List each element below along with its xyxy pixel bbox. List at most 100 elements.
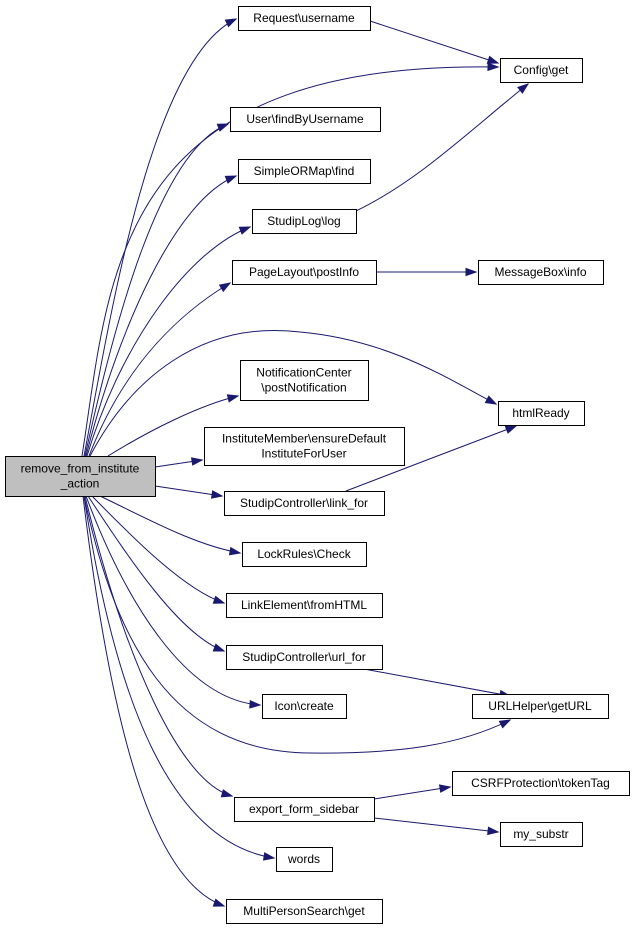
arrow-head: [212, 898, 226, 907]
edge-line: [89, 330, 497, 457]
node-htmlready[interactable]: htmlReady: [498, 401, 585, 426]
node-box: [226, 593, 383, 618]
node-label: export_form_sidebar: [249, 802, 359, 816]
node-label: SimpleORMap\find: [254, 164, 355, 178]
node-label: Icon\create: [274, 699, 334, 713]
node-label: StudipController\link_for: [240, 496, 368, 510]
node-studipcontroller-link-for[interactable]: StudipController\link_for: [224, 491, 385, 516]
arrow-head: [487, 826, 500, 836]
node-label: PageLayout\postInfo: [249, 265, 359, 279]
arrow-head: [487, 62, 500, 72]
edge-root-to-user_findbyusername: [84, 123, 230, 457]
node-config-get[interactable]: Config\get: [500, 58, 583, 83]
node-icon-create[interactable]: Icon\create: [262, 694, 347, 719]
node-box: [232, 260, 377, 285]
node-export-form-sidebar[interactable]: export_form_sidebar: [234, 797, 375, 822]
node-label: MultiPersonSearch\get: [243, 904, 365, 918]
nodes: remove_from_institute_action Request\user…: [5, 6, 630, 924]
arrow-head: [465, 267, 478, 277]
edge-line: [88, 282, 231, 457]
node-box: [5, 456, 156, 497]
edge-line: [369, 20, 499, 64]
node-user-findbyusername[interactable]: User\findByUsername: [230, 107, 381, 132]
node-linkelement-fromhtml[interactable]: LinkElement\fromHTML: [226, 593, 383, 618]
node-csrfprotection-tokentag[interactable]: CSRFProtection\tokenTag: [452, 771, 630, 796]
node-box: [276, 847, 333, 872]
arrow-head: [262, 852, 276, 861]
arrow-head: [218, 282, 232, 293]
node-box: [242, 542, 367, 567]
arrow-head: [504, 425, 518, 434]
node-notificationcenter-postnotification[interactable]: NotificationCenter\postNotification: [240, 360, 369, 401]
node-label: InstituteForUser: [261, 447, 346, 461]
edge-root-to-notificationcenter_postnotification: [107, 394, 240, 457]
arrow-head: [210, 490, 224, 499]
node-box: [234, 797, 375, 822]
arrow-head: [190, 457, 204, 466]
node-box: [226, 645, 383, 670]
node-box: [452, 771, 630, 796]
node-words[interactable]: words: [276, 847, 333, 872]
arrow-head: [220, 789, 234, 798]
node-box: [240, 360, 369, 401]
node-box: [204, 427, 405, 466]
edge-root-to-pagelayout_postinfo: [88, 282, 232, 457]
node-messagebox-info[interactable]: MessageBox\info: [478, 260, 604, 285]
edge-line: [84, 123, 229, 457]
node-institutemember-ensuredefault[interactable]: InstituteMember\ensureDefaultInstituteFo…: [204, 427, 405, 466]
edge-root-to-institutemember_ensuredefault: [154, 457, 204, 468]
edge-studiplog_log-to-config_get: [355, 83, 530, 212]
node-studiplog-log[interactable]: StudipLog\log: [252, 209, 357, 234]
edge-root-to-request_username: [83, 18, 238, 457]
node-label: htmlReady: [512, 406, 569, 420]
node-box: [472, 694, 609, 719]
edge-root-to-icon_create: [85, 495, 262, 709]
node-multipersonsearch-get[interactable]: MultiPersonSearch\get: [226, 899, 383, 924]
node-label: Config\get: [514, 63, 569, 77]
edge-root-to-htmlready: [89, 330, 498, 457]
edge-line: [373, 817, 499, 833]
arrow-head: [249, 699, 262, 709]
node-root[interactable]: remove_from_institute_action: [5, 456, 156, 497]
node-box: [224, 491, 385, 516]
edge-export_form_sidebar-to-my_substr: [373, 817, 500, 836]
edge-line: [99, 495, 241, 554]
node-box: [226, 899, 383, 924]
edge-line: [107, 395, 239, 457]
arrow-head: [438, 784, 452, 793]
edge-root-to-studiplog_log: [86, 226, 252, 457]
node-label: my_substr: [513, 827, 568, 841]
node-simpleormap-find[interactable]: SimpleORMap\find: [238, 159, 371, 184]
edge-line: [83, 495, 275, 859]
edge-root-to-multipersonsearch_get: [82, 495, 226, 907]
arrow-head: [228, 546, 242, 556]
node-lockrules-check[interactable]: LockRules\Check: [242, 542, 367, 567]
edge-root-to-studipcontroller_url_for: [87, 495, 226, 652]
edge-root-to-words: [83, 495, 276, 861]
edge-line: [355, 83, 529, 212]
node-label: CSRFProtection\tokenTag: [471, 776, 610, 790]
edge-line: [86, 226, 251, 457]
edge-root-to-studipcontroller_link_for: [154, 485, 224, 499]
arrow-head: [224, 175, 238, 184]
node-box: [238, 6, 371, 31]
node-box: [252, 209, 357, 234]
arrow-head: [226, 394, 240, 403]
edge-line: [84, 495, 233, 797]
node-pagelayout-postinfo[interactable]: PageLayout\postInfo: [232, 260, 377, 285]
node-my-substr[interactable]: my_substr: [500, 822, 583, 847]
node-label: LinkElement\fromHTML: [241, 598, 367, 612]
node-box: [230, 107, 381, 132]
edge-line: [345, 425, 517, 492]
node-label: _action: [60, 477, 100, 491]
node-label: Request\username: [253, 11, 355, 25]
node-box: [238, 159, 371, 184]
edge-line: [83, 18, 237, 457]
edge-pagelayout_postinfo-to-messagebox_info: [376, 267, 478, 277]
node-urlhelper-geturl[interactable]: URLHelper\getURL: [472, 694, 609, 719]
node-studipcontroller-url-for[interactable]: StudipController\url_for: [226, 645, 383, 670]
edge-root-to-linkelement_fromhtml: [91, 495, 226, 604]
node-box: [498, 401, 585, 426]
node-request-username[interactable]: Request\username: [238, 6, 371, 31]
edge-studipcontroller_url_for-to-urlhelper_geturl: [363, 668, 512, 699]
